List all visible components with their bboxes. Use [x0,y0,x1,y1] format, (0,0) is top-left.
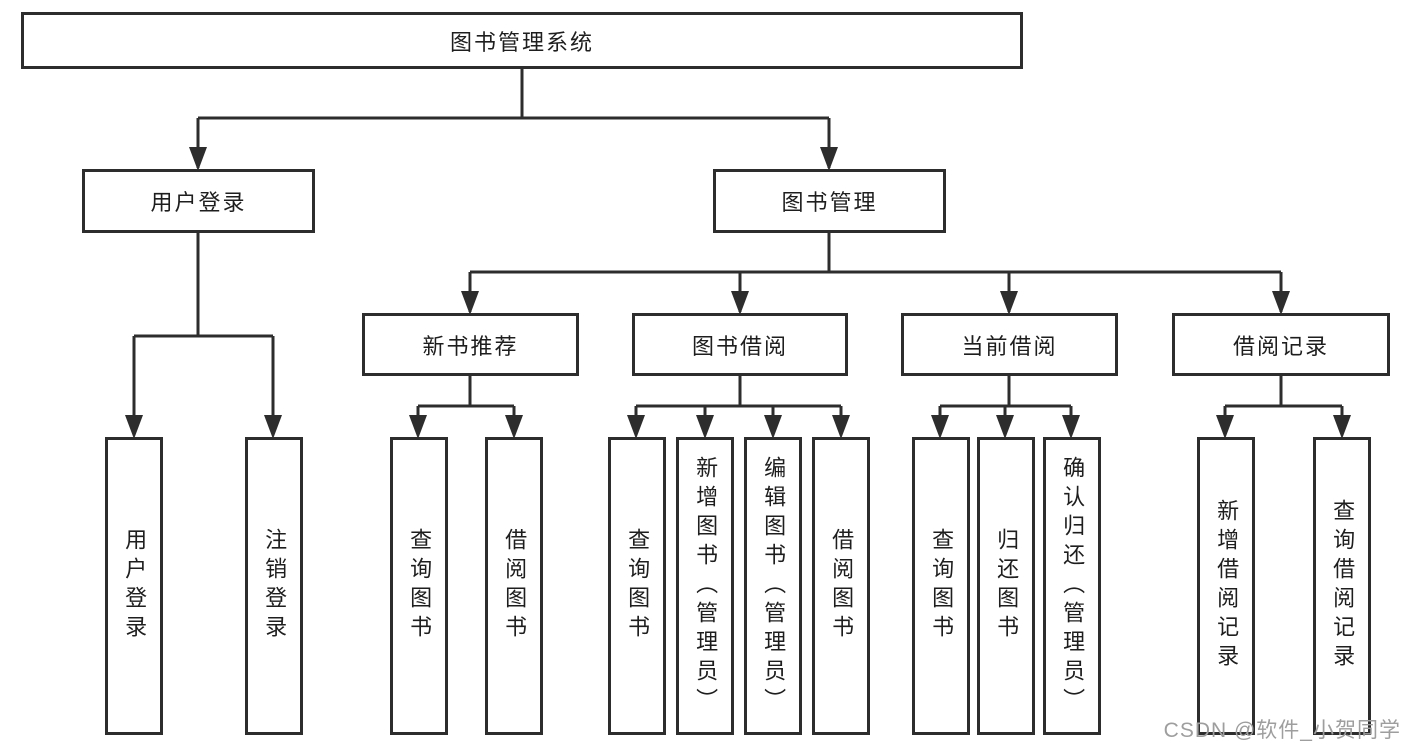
connector-borrow-to-leaves [634,375,843,434]
node-root-system: 图书管理系统 [21,12,1023,69]
leaf-borrow-book-recommend: 借阅图书 [485,437,543,735]
leaf-label: 注销登录 [262,528,288,644]
arrowhead [1000,291,1018,315]
leaf-add-borrow-record: 新增借阅记录 [1197,437,1255,735]
leaf-add-book-admin: 新增图书（管理员） [676,437,734,735]
arrowhead [461,291,479,315]
leaf-label: 查询借阅记录 [1330,499,1356,673]
leaf-label: 新增借阅记录 [1214,499,1240,673]
arrowhead [996,415,1014,439]
leaf-borrow-book: 借阅图书 [812,437,870,735]
arrowhead [731,291,749,315]
node-book-management: 图书管理 [713,169,946,233]
node-borrow-records: 借阅记录 [1172,313,1390,376]
leaf-logout: 注销登录 [245,437,303,735]
arrowhead [1216,415,1234,439]
arrowhead [264,415,282,439]
connector-root-to-level2 [196,68,831,168]
arrowhead [1272,291,1290,315]
leaf-label: 查询图书 [407,528,433,644]
arrowhead [832,415,850,439]
arrowhead [764,415,782,439]
node-user-login: 用户登录 [82,169,315,233]
node-book-borrow: 图书借阅 [632,313,848,376]
leaf-label: 新增图书（管理员） [693,455,719,717]
arrowhead [696,415,714,439]
leaf-label: 编辑图书（管理员） [761,455,787,717]
connector-mgmt-to-level3 [468,232,1283,312]
leaf-label: 查询图书 [625,528,651,644]
leaf-query-book: 查询图书 [608,437,666,735]
leaf-return-book: 归还图书 [977,437,1035,735]
arrowhead [627,415,645,439]
leaf-query-borrow-record: 查询借阅记录 [1313,437,1371,735]
leaf-label: 借阅图书 [502,528,528,644]
csdn-watermark: CSDN @软件_小贺同学 [1163,719,1401,742]
leaf-query-book-recommend: 查询图书 [390,437,448,735]
arrowhead [931,415,949,439]
node-new-book-recommend: 新书推荐 [362,313,579,376]
leaf-label: 确认归还（管理员） [1060,455,1086,717]
leaf-label: 借阅图书 [829,528,855,644]
arrowhead [505,415,523,439]
leaf-label: 查询图书 [929,528,955,644]
arrowhead [189,147,207,171]
leaf-edit-book-admin: 编辑图书（管理员） [744,437,802,735]
leaf-query-current: 查询图书 [912,437,970,735]
connector-recommend-to-leaves [416,375,516,434]
connector-login-to-leaves [132,232,275,434]
leaf-label: 用户登录 [122,528,148,644]
leaf-confirm-return-admin: 确认归还（管理员） [1043,437,1101,735]
connector-records-to-leaves [1223,375,1344,434]
leaf-user-login: 用户登录 [105,437,163,735]
arrowhead [1062,415,1080,439]
arrowhead [820,147,838,171]
arrowhead [409,415,427,439]
arrowhead [125,415,143,439]
leaf-label: 归还图书 [994,528,1020,644]
arrowhead [1333,415,1351,439]
arrowheads [125,147,1351,439]
node-current-borrow: 当前借阅 [901,313,1118,376]
